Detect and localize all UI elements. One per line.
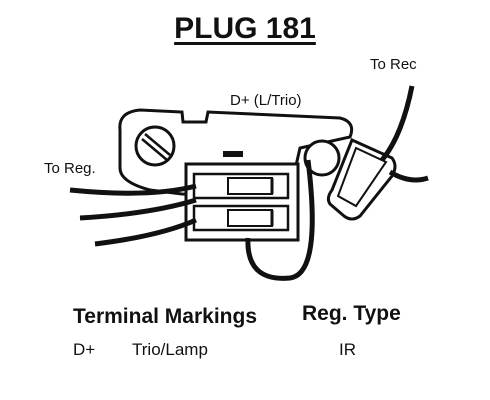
bullet-connector <box>326 137 397 221</box>
title-text: PLUG 181 <box>174 12 316 45</box>
round-boss <box>303 139 341 177</box>
screw <box>134 125 176 167</box>
wire-loop <box>245 159 315 281</box>
page-title: PLUG 181 <box>0 12 490 46</box>
label-to-reg: To Reg. <box>44 160 96 177</box>
terminal-markings-header: Terminal Markings <box>73 305 257 328</box>
wire-to-reg-upper <box>69 183 197 196</box>
terminal-housing <box>184 162 300 242</box>
label-to-rec: To Rec <box>370 56 417 73</box>
wire-to-reg-lower <box>94 217 198 247</box>
terminal-function: Trio/Lamp <box>132 340 208 359</box>
wire-to-rec-a <box>380 85 415 162</box>
reg-type-value: IR <box>339 340 356 359</box>
wire-to-reg-middle <box>79 197 197 221</box>
minus-mark <box>223 151 243 157</box>
reg-type-header: Reg. Type <box>302 302 401 325</box>
terminal-value: D+ <box>73 340 96 359</box>
label-d-plus: D+ (L/Trio) <box>230 92 302 109</box>
wire-to-rec-b <box>388 169 429 183</box>
